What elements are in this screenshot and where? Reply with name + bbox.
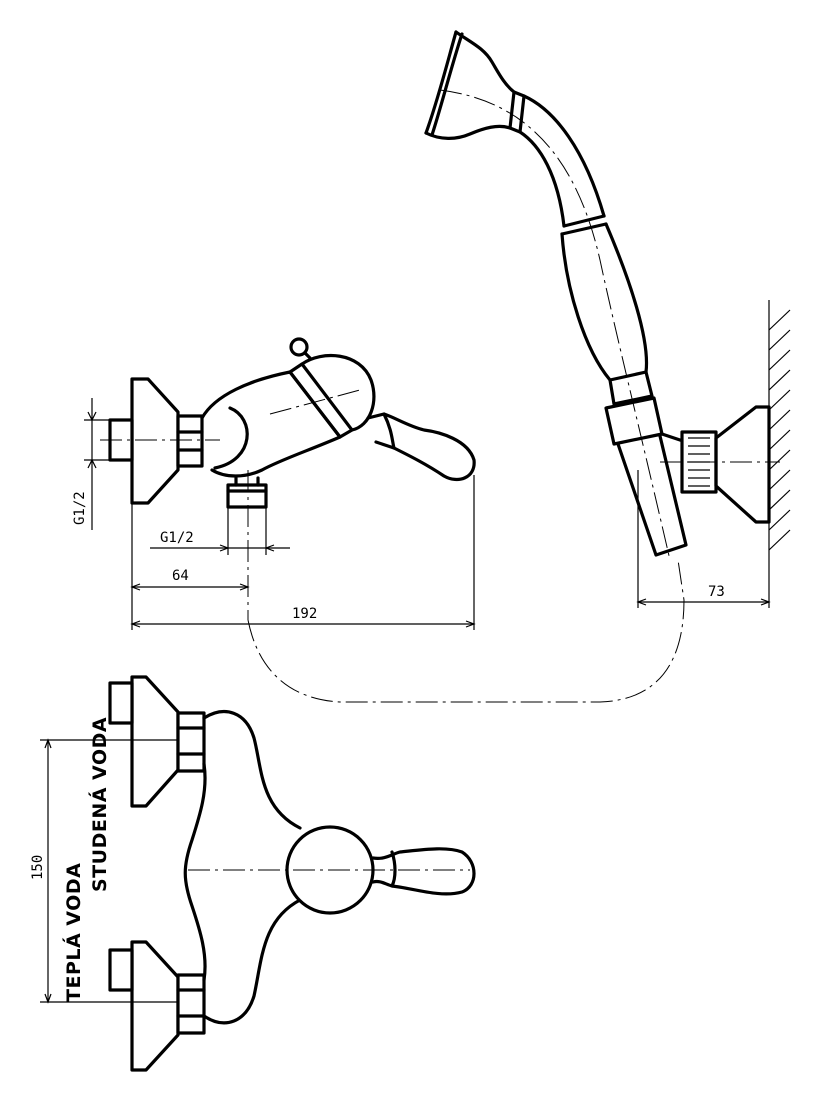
- dim-192: 192: [292, 606, 317, 622]
- front-top-nut: [176, 711, 206, 773]
- dim-150: 150: [30, 855, 46, 880]
- front-lever[interactable]: [371, 847, 476, 896]
- front-top-flange: [130, 675, 180, 808]
- side-bottom-outlet: [226, 483, 268, 509]
- shower-handle-neck: [518, 94, 606, 228]
- handshower-side-view: [424, 30, 791, 561]
- front-bottom-flange: [130, 940, 180, 1072]
- label-cold-water: STUDENÁ VODA: [88, 717, 111, 892]
- side-mixer-body: [200, 370, 342, 478]
- front-bottom-nut: [176, 973, 206, 1035]
- dim-g12-horizontal: G1/2: [160, 530, 194, 546]
- dimensions-side: [84, 398, 771, 630]
- front-mixer-body: [183, 710, 302, 1025]
- shower-hose-fitting: [616, 434, 688, 557]
- mixer-front-view: [108, 675, 476, 1072]
- side-top-knob: [289, 337, 309, 357]
- shower-handle-body[interactable]: [560, 222, 649, 382]
- label-hot-water: TEPLÁ VODA: [62, 863, 85, 1002]
- side-lever[interactable]: [366, 412, 476, 482]
- front-top-stub: [108, 681, 134, 725]
- dim-64: 64: [172, 568, 189, 584]
- shower-head: [424, 30, 516, 140]
- shower-wall-holder-flange: [714, 405, 771, 524]
- front-bottom-stub: [108, 948, 134, 992]
- dim-73: 73: [708, 584, 725, 600]
- dimension-150: [40, 738, 178, 1004]
- side-hex-nut: [176, 414, 204, 468]
- mixer-side-view: [100, 337, 476, 620]
- side-wall-flange: [130, 377, 180, 505]
- side-dome-cap: [300, 353, 376, 432]
- wall-hatch: [768, 309, 791, 551]
- dim-g12-vertical: G1/2: [72, 491, 88, 525]
- shower-hose-path: [247, 559, 685, 703]
